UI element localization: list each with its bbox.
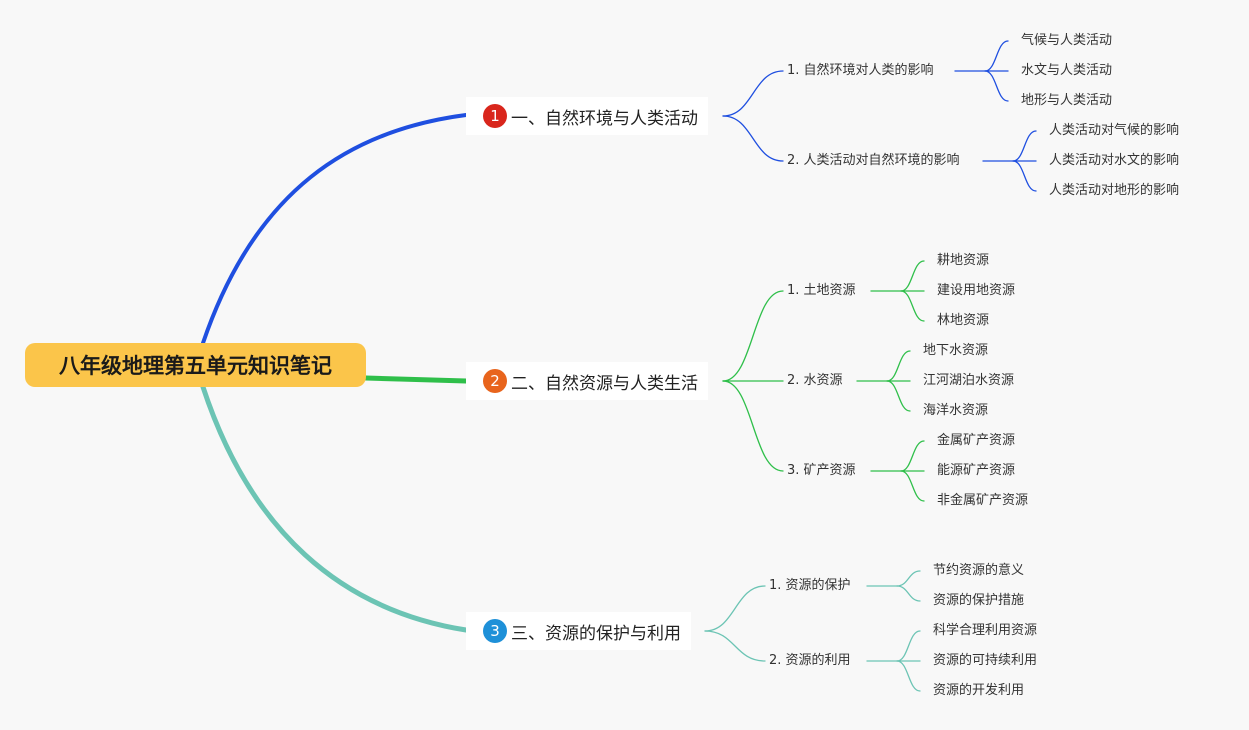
b3-leaf-connector-2-1 bbox=[896, 630, 921, 662]
b1-connector-sub-2 bbox=[722, 115, 784, 162]
branch-3-sub-1[interactable]: 1. 资源的保护 bbox=[769, 578, 851, 593]
b3-leaf-connector-1-1 bbox=[896, 570, 921, 587]
b2-leaf-connector-1-1 bbox=[900, 260, 925, 292]
branch-2-title: 二、自然资源与人类生活 bbox=[511, 373, 698, 394]
branch-2-sub-2[interactable]: 2. 水资源 bbox=[787, 373, 843, 388]
branch-2-leaf-3-3[interactable]: 非金属矿产资源 bbox=[937, 493, 1029, 508]
root-node[interactable]: 八年级地理第五单元知识笔记 bbox=[25, 343, 366, 387]
branch-2-sub-3[interactable]: 3. 矿产资源 bbox=[787, 463, 856, 478]
b2-connector-sub-1 bbox=[722, 290, 784, 382]
root-connector-2 bbox=[363, 375, 469, 384]
b2-leaf-connector-2-3 bbox=[886, 380, 911, 412]
b1-leaf-connector-1-3 bbox=[984, 70, 1009, 102]
b1-leaf-connector-1-1 bbox=[984, 40, 1009, 72]
branch-2-leaf-1-3[interactable]: 林地资源 bbox=[937, 313, 990, 328]
connector-layer bbox=[200, 40, 1037, 692]
branch-3-title: 三、资源的保护与利用 bbox=[511, 623, 681, 644]
root-title: 八年级地理第五单元知识笔记 bbox=[59, 354, 332, 378]
branch-1-leaf-2-3[interactable]: 人类活动对地形的影响 bbox=[1049, 183, 1180, 198]
branch-1-leaf-2-1[interactable]: 人类活动对气候的影响 bbox=[1049, 123, 1180, 138]
branch-2-leaf-2-2[interactable]: 江河湖泊水资源 bbox=[923, 373, 1015, 388]
b3-leaf-connector-1-2 bbox=[896, 585, 921, 602]
number-badge-2: 2 bbox=[483, 369, 507, 393]
branch-1-sub-2[interactable]: 2. 人类活动对自然环境的影响 bbox=[787, 153, 960, 168]
branch-3-leaf-1-1[interactable]: 节约资源的意义 bbox=[933, 563, 1025, 578]
branch-1-title: 一、自然环境与人类活动 bbox=[511, 108, 698, 129]
branch-2-leaf-2-3[interactable]: 海洋水资源 bbox=[923, 403, 989, 418]
b2-leaf-connector-3-3 bbox=[900, 470, 925, 502]
branch-2-leaf-1-1[interactable]: 耕地资源 bbox=[937, 253, 990, 268]
number-badge-1: 1 bbox=[483, 104, 507, 128]
b3-connector-sub-2 bbox=[704, 630, 766, 662]
b2-leaf-connector-2-1 bbox=[886, 350, 911, 382]
branch-1-leaf-2-2[interactable]: 人类活动对水文的影响 bbox=[1049, 153, 1180, 168]
branch-1-sub-1[interactable]: 1. 自然环境对人类的影响 bbox=[787, 63, 934, 78]
root-connector-1 bbox=[201, 113, 468, 345]
branch-1-leaf-1-1[interactable]: 气候与人类活动 bbox=[1021, 33, 1113, 48]
branch-1-node[interactable]: 1 一、自然环境与人类活动 bbox=[466, 97, 708, 135]
b1-connector-sub-1 bbox=[722, 70, 784, 117]
branch-3-node[interactable]: 3 三、资源的保护与利用 bbox=[466, 612, 691, 650]
branch-2-node[interactable]: 2 二、自然资源与人类生活 bbox=[466, 362, 708, 400]
b3-leaf-connector-2-3 bbox=[896, 660, 921, 692]
branch-2-leaf-3-1[interactable]: 金属矿产资源 bbox=[937, 433, 1016, 448]
b2-connector-sub-3 bbox=[722, 380, 784, 472]
branch-3-sub-2[interactable]: 2. 资源的利用 bbox=[769, 653, 851, 668]
root-connector-3 bbox=[200, 384, 469, 633]
branch-1-leaf-1-3[interactable]: 地形与人类活动 bbox=[1021, 93, 1113, 108]
branch-2-leaf-2-1[interactable]: 地下水资源 bbox=[923, 343, 989, 358]
b2-leaf-connector-3-1 bbox=[900, 440, 925, 472]
b3-connector-sub-1 bbox=[704, 585, 766, 632]
b1-leaf-connector-2-3 bbox=[1012, 160, 1037, 192]
branch-2-sub-1[interactable]: 1. 土地资源 bbox=[787, 283, 856, 298]
branch-1-leaf-1-2[interactable]: 水文与人类活动 bbox=[1021, 63, 1113, 78]
b1-leaf-connector-2-1 bbox=[1012, 130, 1037, 162]
branch-3-leaf-2-3[interactable]: 资源的开发利用 bbox=[933, 683, 1025, 698]
branch-3-leaf-1-2[interactable]: 资源的保护措施 bbox=[933, 593, 1025, 608]
b2-leaf-connector-1-3 bbox=[900, 290, 925, 322]
branch-3-leaf-2-1[interactable]: 科学合理利用资源 bbox=[933, 623, 1038, 638]
branch-3-leaf-2-2[interactable]: 资源的可持续利用 bbox=[933, 653, 1038, 668]
number-badge-3: 3 bbox=[483, 619, 507, 643]
branch-2-leaf-1-2[interactable]: 建设用地资源 bbox=[937, 283, 1016, 298]
branch-2-leaf-3-2[interactable]: 能源矿产资源 bbox=[937, 463, 1016, 478]
